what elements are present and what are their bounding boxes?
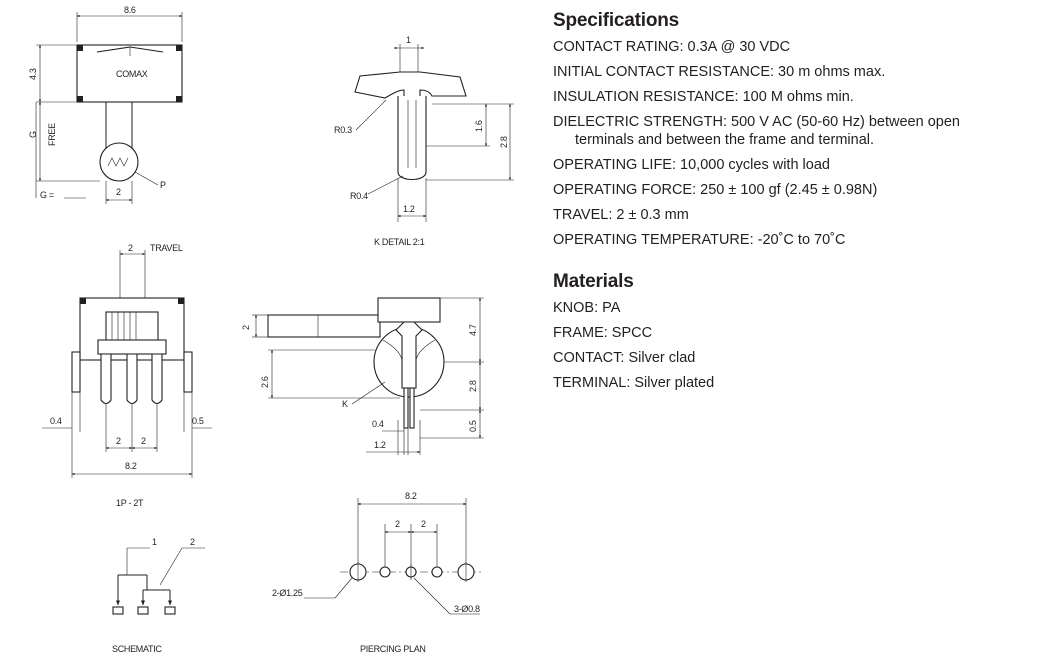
k-r04-label: R0.4 xyxy=(350,191,368,201)
front-caption: 1P - 2T xyxy=(116,498,144,508)
k-dim-12: 1.2 xyxy=(403,204,415,214)
front-dim-05: 0.5 xyxy=(192,416,204,426)
spec-item: TRAVEL: 2 ± 0.3 mm xyxy=(553,207,689,223)
spec-item: OPERATING TEMPERATURE: -20˚C to 70˚C xyxy=(553,232,846,248)
pierce-caption: PIERCING PLAN xyxy=(360,644,426,654)
schem-label-2: 2 xyxy=(190,537,195,547)
side-view: 2 2.6 4.7 2.8 0.5 K 0.4 1.2 xyxy=(241,297,484,455)
pierce-hole-small: 3-Ø0.8 xyxy=(454,604,480,614)
k-dim-28: 2.8 xyxy=(499,136,509,148)
k-dim-16: 1.6 xyxy=(474,120,484,132)
top-view: 8.6 COMAX 4.3 G FREE 2 P G = xyxy=(28,5,183,204)
pierce-dim-82: 8.2 xyxy=(405,491,417,501)
top-brand-label: COMAX xyxy=(116,69,148,79)
top-dim-g: G xyxy=(28,131,38,138)
specifications-list: CONTACT RATING: 0.3A @ 30 VDC INITIAL CO… xyxy=(553,38,1033,249)
k-dim-1: 1 xyxy=(406,35,411,45)
front-travel: TRAVEL xyxy=(150,243,183,253)
side-dim-47: 4.7 xyxy=(468,324,478,336)
front-dim-2b: 2 xyxy=(141,436,146,446)
k-detail-view: 1 R0.3 1.6 2.8 R0.4 1.2 K DETAIL 2:1 xyxy=(334,35,514,247)
spec-item: INSULATION RESISTANCE: 100 M ohms min. xyxy=(553,89,854,105)
material-item: FRAME: SPCC xyxy=(553,325,653,341)
spec-item-continuation: terminals and between the frame and term… xyxy=(575,132,875,148)
pierce-hole-big: 2-Ø1.25 xyxy=(272,588,303,598)
spec-item: CONTACT RATING: 0.3A @ 30 VDC xyxy=(553,39,791,55)
side-dim-04: 0.4 xyxy=(372,419,384,429)
side-callout-k: K xyxy=(342,399,348,409)
front-dim-82: 8.2 xyxy=(125,461,137,471)
top-callout-p: P xyxy=(160,180,166,190)
k-caption: K DETAIL 2:1 xyxy=(374,237,425,247)
top-dim-2: 2 xyxy=(116,187,121,197)
spec-item: DIELECTRIC STRENGTH: 500 V AC (50-60 Hz)… xyxy=(553,113,1033,149)
side-dim-12: 1.2 xyxy=(374,440,386,450)
pierce-dim-2b: 2 xyxy=(421,519,426,529)
side-dim-05: 0.5 xyxy=(468,420,478,432)
spec-item: OPERATING LIFE: 10,000 cycles with load xyxy=(553,157,830,173)
top-dim-width: 8.6 xyxy=(124,5,136,15)
pierce-dim-2a: 2 xyxy=(395,519,400,529)
material-item: CONTACT: Silver clad xyxy=(553,350,696,366)
front-dim-04: 0.4 xyxy=(50,416,62,426)
top-free-label: FREE xyxy=(47,123,57,146)
front-dim-2: 2 xyxy=(128,243,133,253)
spec-item: INITIAL CONTACT RESISTANCE: 30 m ohms ma… xyxy=(553,64,886,80)
k-r03: R0.3 xyxy=(334,125,352,135)
schem-label-1: 1 xyxy=(152,537,157,547)
spec-panel: Specifications CONTACT RATING: 0.3A @ 30… xyxy=(553,10,1033,399)
schem-caption: SCHEMATIC xyxy=(112,644,162,654)
materials-title: Materials xyxy=(553,271,634,292)
top-g-eq: G = xyxy=(40,190,54,200)
piercing-plan-view: 8.2 2 2 2-Ø1.25 3-Ø0.8 PIERCING PLAN xyxy=(272,491,484,654)
materials-list: KNOB: PA FRAME: SPCC CONTACT: Silver cla… xyxy=(553,299,1033,392)
technical-drawing: 8.6 COMAX 4.3 G FREE 2 P G = xyxy=(28,5,514,654)
front-view: 2 TRAVEL 0.4 0.5 2 2 8.2 1P xyxy=(42,243,212,508)
top-dim-height: 4.3 xyxy=(28,68,38,80)
material-item: TERMINAL: Silver plated xyxy=(553,375,715,391)
specifications-title: Specifications xyxy=(553,10,680,31)
side-dim-2: 2 xyxy=(241,325,251,330)
spec-item: OPERATING FORCE: 250 ± 100 gf (2.45 ± 0.… xyxy=(553,182,878,198)
side-dim-28: 2.8 xyxy=(468,380,478,392)
side-dim-26: 2.6 xyxy=(260,376,270,388)
front-dim-2a: 2 xyxy=(116,436,121,446)
material-item: KNOB: PA xyxy=(553,300,621,316)
schematic-view: 1 2 SCHEMATIC xyxy=(112,537,205,654)
